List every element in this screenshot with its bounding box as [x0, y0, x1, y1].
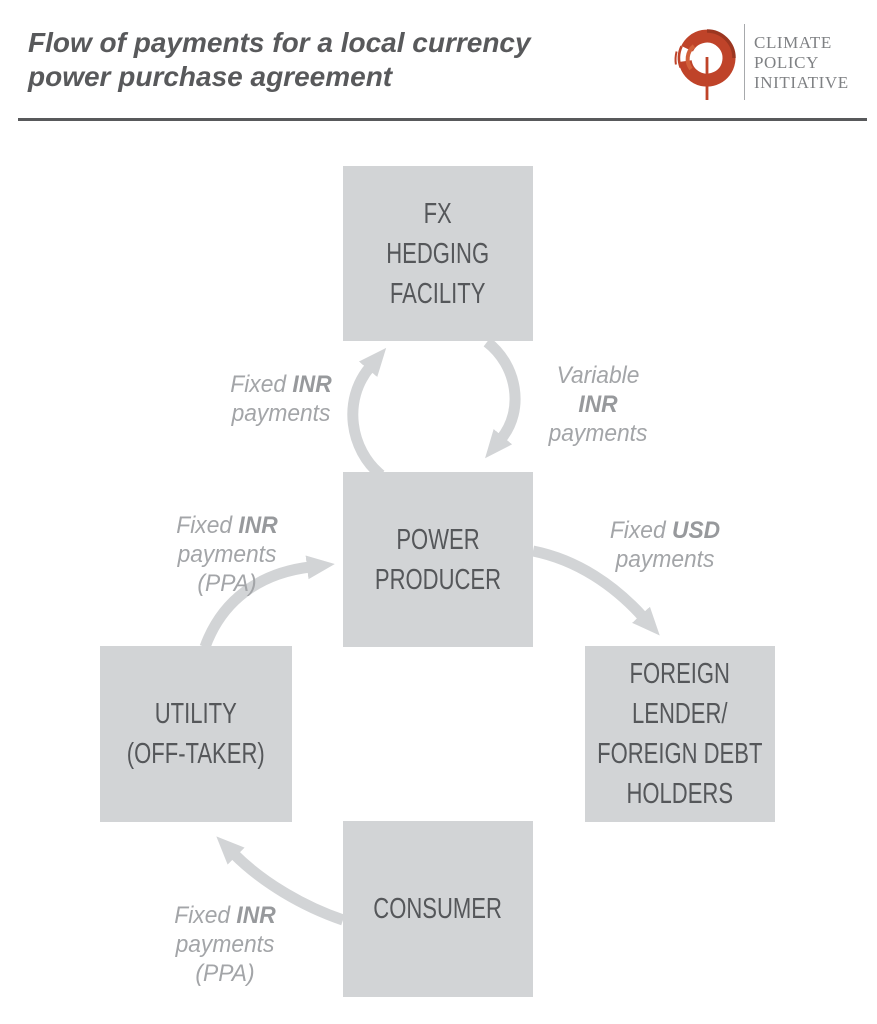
label-fixed-inr-payments-ppa-utility: Fixed INR payments (PPA) — [176, 512, 278, 597]
node-utility-off-taker-label: UTILITY (OFF-TAKER) — [127, 698, 265, 770]
arrow-producer-to-foreign — [531, 545, 660, 636]
arrow-layer — [199, 337, 660, 926]
cpi-spiral-icon — [674, 29, 736, 100]
node-foreign-lender: FOREIGN LENDER/ FOREIGN DEBT HOLDERS — [585, 646, 775, 822]
label-fixed-inr-payments-cycle: Fixed INR payments — [230, 371, 332, 427]
node-consumer-label: CONSUMER — [373, 893, 503, 925]
logo-word-climate: CLIMATE — [754, 33, 832, 52]
cpi-logo: CLIMATE POLICY INITIATIVE — [660, 18, 860, 108]
arrow-utility-to-producer — [199, 555, 335, 649]
arrow-fx-to-producer — [483, 337, 521, 459]
label-fixed-usd-payments: Fixed USD payments — [609, 517, 721, 573]
node-fx-hedging-facility-label: FX HEDGING FACILITY — [386, 197, 490, 310]
page-title-line1: Flow of payments for a local currency — [28, 27, 531, 58]
logo-word-policy: POLICY — [754, 53, 819, 72]
arrow-consumer-to-utility — [216, 836, 345, 926]
node-utility-off-taker: UTILITY (OFF-TAKER) — [100, 646, 292, 822]
logo-word-initiative: INITIATIVE — [754, 73, 849, 92]
page-title-line2: power purchase agreement — [28, 61, 393, 92]
header-divider — [18, 118, 867, 121]
label-fixed-inr-payments-ppa-consumer: Fixed INR payments (PPA) — [174, 902, 276, 987]
page-title: Flow of payments for a local currency po… — [28, 26, 648, 94]
arrow-producer-to-fx — [347, 347, 387, 480]
node-power-producer: POWER PRODUCER — [343, 472, 533, 647]
logo-divider — [744, 24, 745, 100]
payment-flow-diagram: FX HEDGING FACILITY POWER PRODUCER UTILI… — [0, 130, 877, 1024]
node-power-producer-label: POWER PRODUCER — [374, 523, 502, 596]
node-foreign-lender-label: FOREIGN LENDER/ FOREIGN DEBT HOLDERS — [597, 658, 763, 810]
label-variable-inr-payments: Variable INR payments — [548, 362, 648, 447]
logo-wordmark: CLIMATE POLICY INITIATIVE — [754, 33, 849, 93]
node-fx-hedging-facility: FX HEDGING FACILITY — [343, 166, 533, 341]
node-consumer: CONSUMER — [343, 821, 533, 997]
